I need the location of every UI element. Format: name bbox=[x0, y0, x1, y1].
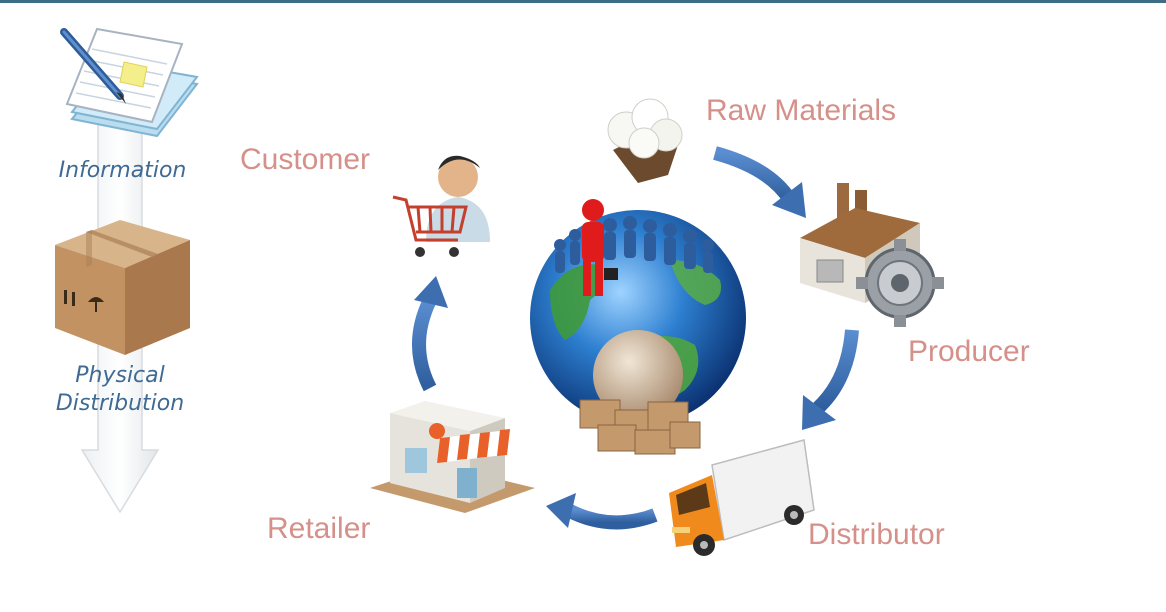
arrow-producer-to-distributor bbox=[802, 329, 859, 430]
arrow-retailer-to-customer bbox=[412, 276, 448, 392]
storefront-icon bbox=[370, 401, 535, 513]
cotton-icon bbox=[607, 98, 683, 183]
physical-label-line2: Distribution bbox=[55, 391, 185, 416]
arrow-distributor-to-retailer bbox=[546, 493, 658, 530]
retailer-label: Retailer bbox=[267, 512, 371, 545]
customer-label: Customer bbox=[240, 143, 371, 176]
top-rule bbox=[0, 0, 1166, 3]
globe-people-icon bbox=[530, 199, 746, 455]
document-pen-icon bbox=[60, 27, 199, 138]
factory-gear-icon bbox=[800, 183, 944, 327]
distributor-label: Distributor bbox=[808, 518, 945, 551]
producer-label: Producer bbox=[908, 335, 1030, 368]
raw-materials-label: Raw Materials bbox=[706, 94, 897, 127]
physical-distribution-label: Physical Distribution bbox=[40, 362, 200, 418]
arrow-raw-to-producer bbox=[713, 146, 806, 218]
delivery-truck-icon bbox=[669, 439, 815, 556]
shopping-customer-icon bbox=[392, 155, 490, 257]
information-label: Information bbox=[58, 158, 187, 183]
cardboard-box-icon bbox=[55, 220, 190, 355]
physical-label-line1: Physical bbox=[75, 363, 165, 388]
